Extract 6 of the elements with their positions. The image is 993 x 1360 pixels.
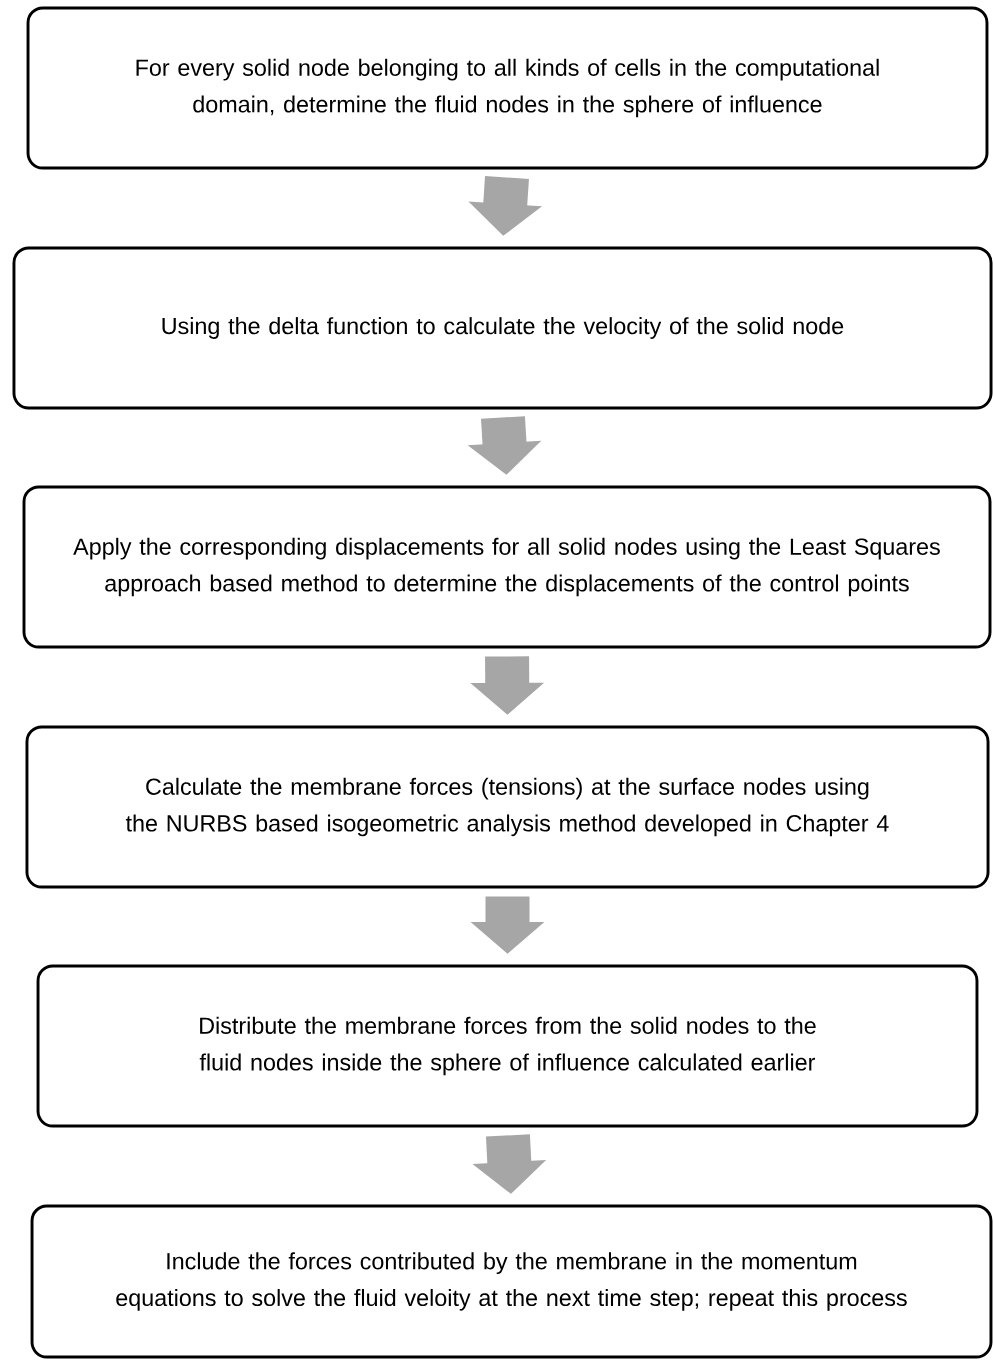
- process-box: Apply the corresponding displacements for all solid nodes using the Least Squares approach based method to determine the displacements of the control points: [22, 485, 992, 649]
- process-box: Distribute the membrane forces from the solid nodes to the fluid nodes inside the sphere of influence calculated earlier: [36, 964, 979, 1128]
- process-box: For every solid node belonging to all kinds of cells in the computational domain, determine the fluid nodes in the sphere of influence: [26, 6, 989, 170]
- process-box: Using the delta function to calculate the velocity of the solid node: [12, 246, 993, 410]
- process-box: Calculate the membrane forces (tensions) at the surface nodes using the NURBS based isogeometric analysis method developed in Chapter 4: [25, 725, 990, 889]
- process-box: Include the forces contributed by the membrane in the momentum equations to solve the fluid veloity at the next time step; repeat this process: [30, 1204, 993, 1359]
